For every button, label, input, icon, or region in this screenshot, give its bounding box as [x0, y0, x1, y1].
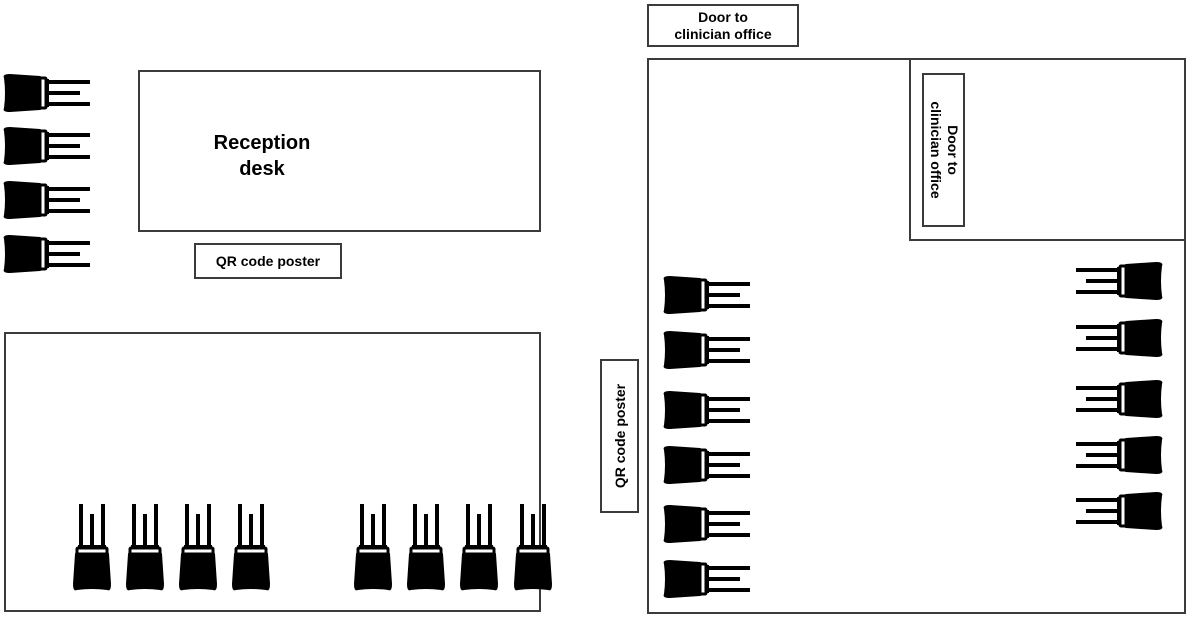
chair-icon: [2, 72, 92, 114]
reception-desk-label: Reception desk: [213, 132, 311, 180]
chair-icon: [2, 125, 92, 167]
qr-code-poster-right-label: QR code poster: [611, 383, 628, 489]
door-to-clinician-office-top: Door to clinician office: [647, 4, 799, 47]
door-inner-label: Door to clinician office: [927, 101, 961, 199]
qr-code-poster-left: QR code poster: [194, 243, 342, 279]
qr-code-poster-left-label: QR code poster: [215, 253, 321, 269]
qr-code-poster-right: QR code poster: [600, 359, 639, 513]
waiting-area-left: [4, 332, 541, 612]
door-top-label: Door to clinician office: [674, 8, 772, 42]
reception-desk: [138, 70, 541, 232]
chair-icon: [2, 179, 92, 221]
door-to-clinician-office-inner: Door to clinician office: [922, 73, 965, 227]
chair-icon: [2, 233, 92, 275]
